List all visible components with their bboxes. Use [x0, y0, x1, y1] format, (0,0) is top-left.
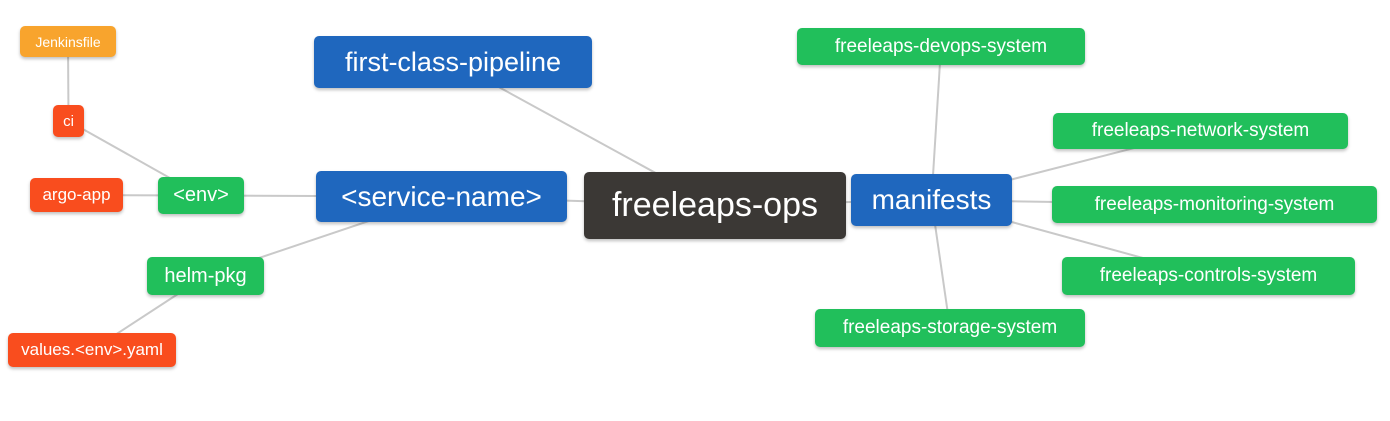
node-devops-system[interactable]: freeleaps-devops-system: [797, 28, 1085, 65]
node-network-system[interactable]: freeleaps-network-system: [1053, 113, 1348, 149]
node-helm-pkg[interactable]: helm-pkg: [147, 257, 264, 295]
node-freeleaps-ops[interactable]: freeleaps-ops: [584, 172, 846, 239]
node-jenkinsfile[interactable]: Jenkinsfile: [20, 26, 116, 57]
node-values-env-yaml[interactable]: values.<env>.yaml: [8, 333, 176, 367]
node-argo-app[interactable]: argo-app: [30, 178, 123, 212]
node-first-class-pipeline[interactable]: first-class-pipeline: [314, 36, 592, 88]
node-env[interactable]: <env>: [158, 177, 244, 214]
node-ci[interactable]: ci: [53, 105, 84, 137]
node-storage-system[interactable]: freeleaps-storage-system: [815, 309, 1085, 347]
node-service-name[interactable]: <service-name>: [316, 171, 567, 222]
node-monitoring-system[interactable]: freeleaps-monitoring-system: [1052, 186, 1377, 223]
node-manifests[interactable]: manifests: [851, 174, 1012, 226]
node-controls-system[interactable]: freeleaps-controls-system: [1062, 257, 1355, 295]
